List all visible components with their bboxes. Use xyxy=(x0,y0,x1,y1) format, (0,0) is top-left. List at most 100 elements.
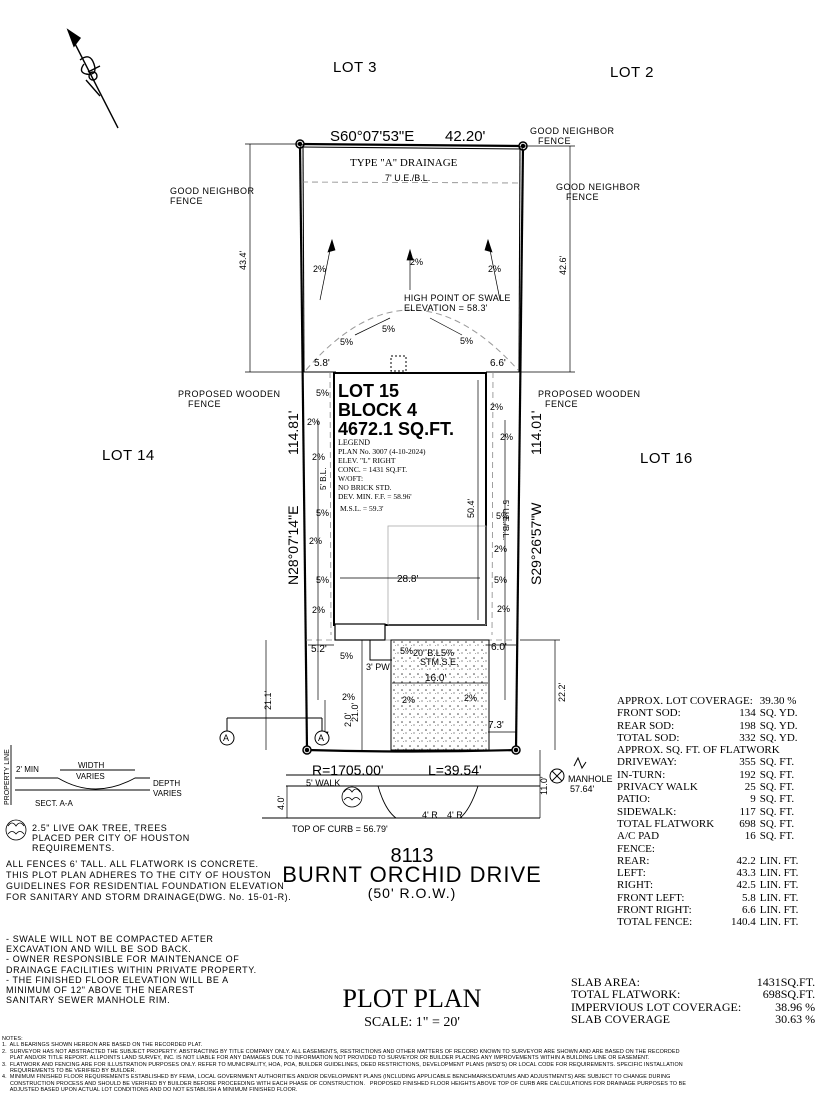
slope-labels: 2%2%2%5%5%5%5%2%2%2%2%5%5%2%2%5%5%2%2%5%… xyxy=(307,257,513,705)
swale-note-line: SANITARY SEWER MANHOLE RIM. xyxy=(6,995,171,1006)
lot-area: 4672.1 SQ.FT. xyxy=(338,419,454,439)
notes-title: NOTES: xyxy=(2,1036,23,1042)
section-width-2: VARIES xyxy=(76,772,105,781)
coverage-value: 25 xyxy=(744,781,756,794)
slope-label: 2% xyxy=(464,693,477,703)
gn-fence-right-2: FENCE xyxy=(566,192,599,202)
slope-label: 2% xyxy=(342,692,355,702)
coverage-unit: SQ. FT. xyxy=(759,756,795,769)
gn-fence-rear: GOOD NEIGHBOR xyxy=(530,126,615,136)
coverage-unit: SQ. YD. xyxy=(759,719,798,732)
coverage-value: 332 xyxy=(739,731,756,744)
section-a-a-sketch xyxy=(10,745,150,805)
swale-note-line: - THE FINISHED FLOOR ELEVATION WILL BE A xyxy=(6,974,229,985)
coverage-value: 698 xyxy=(739,817,756,830)
note-line: REQUIREMENTS TO BE VERIFIED BY BUILDER. xyxy=(2,1068,137,1075)
row-width: (50' R.O.W.) xyxy=(368,885,457,901)
lot2-label: LOT 2 xyxy=(610,64,654,81)
top-of-curb: TOP OF CURB = 56.79' xyxy=(292,824,388,834)
high-point-label: HIGH POINT OF SWALE xyxy=(404,293,511,303)
coverage-header-label: APPROX. LOT COVERAGE: xyxy=(617,695,753,707)
note-line: 3. FLATWORK AND FENCING ARE FOR ILLUSTRA… xyxy=(2,1061,683,1068)
pw-fence-left: PROPOSED WOODEN xyxy=(178,389,281,399)
coverage-value: 43.3 xyxy=(736,867,756,880)
legend-line: M.S.L. = 59.3' xyxy=(340,504,384,513)
slope-label: 2% xyxy=(488,264,501,274)
block-number: BLOCK 4 xyxy=(338,400,417,420)
plot-plan-title: PLOT PLAN xyxy=(343,984,482,1013)
left-distance: 114.81' xyxy=(285,411,301,455)
side-ue-right: 5' U.E./B.L. xyxy=(501,500,510,540)
coverage-unit: SQ. FT. xyxy=(759,817,795,830)
manhole-elev: 57.64' xyxy=(570,784,595,794)
summary-label: TOTAL FLATWORK: xyxy=(571,987,681,1002)
coverage-label: LEFT: xyxy=(617,867,646,880)
note-line: 1. ALL BEARINGS SHOWN HEREON ARE BASED O… xyxy=(2,1042,203,1049)
dim-6-6: 6.6' xyxy=(490,358,506,369)
right-distance: 114.01' xyxy=(528,411,544,455)
legend-line: PLAN No. 3007 (4-10-2024) xyxy=(338,447,426,456)
summary-row: TOTAL FLATWORK:698SQ.FT. xyxy=(569,987,817,1002)
coverage-table: APPROX. LOT COVERAGE: 39.30 % FRONT SOD:… xyxy=(615,695,800,929)
coverage-unit: SQ. FT. xyxy=(759,805,795,818)
coverage-header-value: 39.30 % xyxy=(759,695,797,707)
coverage-value: 355 xyxy=(739,756,756,769)
dim-22-2: 22.2' xyxy=(557,682,567,702)
legend-lines: PLAN No. 3007 (4-10-2024)ELEV. "L" RIGHT… xyxy=(338,447,426,513)
slope-label: 5% xyxy=(494,575,507,585)
lot-boundary xyxy=(298,142,525,753)
swale-notes: - SWALE WILL NOT BE COMPACTED AFTER EXCA… xyxy=(6,934,257,1005)
slope-label: 5% xyxy=(382,324,395,334)
coverage-label: SIDEWALK: xyxy=(617,805,677,818)
coverage-label: REAR SOD: xyxy=(617,719,675,732)
street-name: BURNT ORCHID DRIVE xyxy=(282,862,542,887)
dim-5-8: 5.8' xyxy=(314,358,330,369)
stm-se: STM.S.E. xyxy=(420,657,459,667)
section-min: 2' MIN xyxy=(16,765,39,774)
coverage-value: 140.4 xyxy=(731,916,756,929)
lot3-label: LOT 3 xyxy=(333,59,377,76)
coverage-unit: LIN. FT. xyxy=(759,854,799,867)
tree-note-line: PLACED PER CITY OF HOUSTON xyxy=(32,833,190,843)
address-number: 8113 xyxy=(390,845,433,867)
house-footprint xyxy=(333,372,487,626)
gn-fence-left-2: FENCE xyxy=(170,196,203,206)
coverage-unit: SQ. FT. xyxy=(759,830,795,843)
ac-pad xyxy=(390,355,407,372)
coverage-unit: LIN. FT. xyxy=(759,904,799,917)
dim-5-2: 5.2' xyxy=(311,644,327,655)
coverage-value: 42.5 xyxy=(736,879,756,892)
general-note-line: THIS PLOT PLAN ADHERES TO THE CITY OF HO… xyxy=(6,870,272,880)
slope-label: 2% xyxy=(312,452,325,462)
pw-label: 3' PW xyxy=(366,662,390,672)
coverage-unit: LIN. FT. xyxy=(759,879,799,892)
coverage-label: IN-TURN: xyxy=(617,768,666,781)
coverage-label: FRONT RIGHT: xyxy=(617,904,692,917)
note-line: PLAT AND/OR TITLE REPORT. ALLPOINTS LAND… xyxy=(2,1055,650,1062)
gn-fence-left: GOOD NEIGHBOR xyxy=(170,186,255,196)
swale-arc xyxy=(305,309,519,371)
dim-6-0: 6.0' xyxy=(491,642,507,653)
general-note-line: GUIDELINES FOR RESIDENTIAL FOUNDATION EL… xyxy=(6,881,285,891)
summary-table: SLAB AREA:1431SQ.FT.TOTAL FLATWORK:698SQ… xyxy=(569,976,817,1025)
slope-label: 2% xyxy=(313,264,326,274)
slope-label: 2% xyxy=(402,695,415,705)
slope-label: 2% xyxy=(490,402,503,412)
tree-note-line: 2.5" LIVE OAK TREE, TREES xyxy=(32,823,168,833)
coverage-label: RIGHT: xyxy=(617,879,654,892)
slope-label: 5% xyxy=(340,337,353,347)
summary-label: SLAB AREA: xyxy=(571,975,641,989)
coverage-value: 16 xyxy=(744,830,756,843)
coverage-unit: SQ. FT. xyxy=(759,768,795,781)
legend-line: W/OFT: xyxy=(338,474,363,483)
coverage-unit: SQ. FT. xyxy=(759,793,795,806)
dim-28-8: 28.8' xyxy=(397,574,418,585)
section-a-left: A xyxy=(223,733,229,743)
dim-21-1: 21.1' xyxy=(263,690,273,710)
coverage-label: DRIVEWAY: xyxy=(617,756,677,769)
